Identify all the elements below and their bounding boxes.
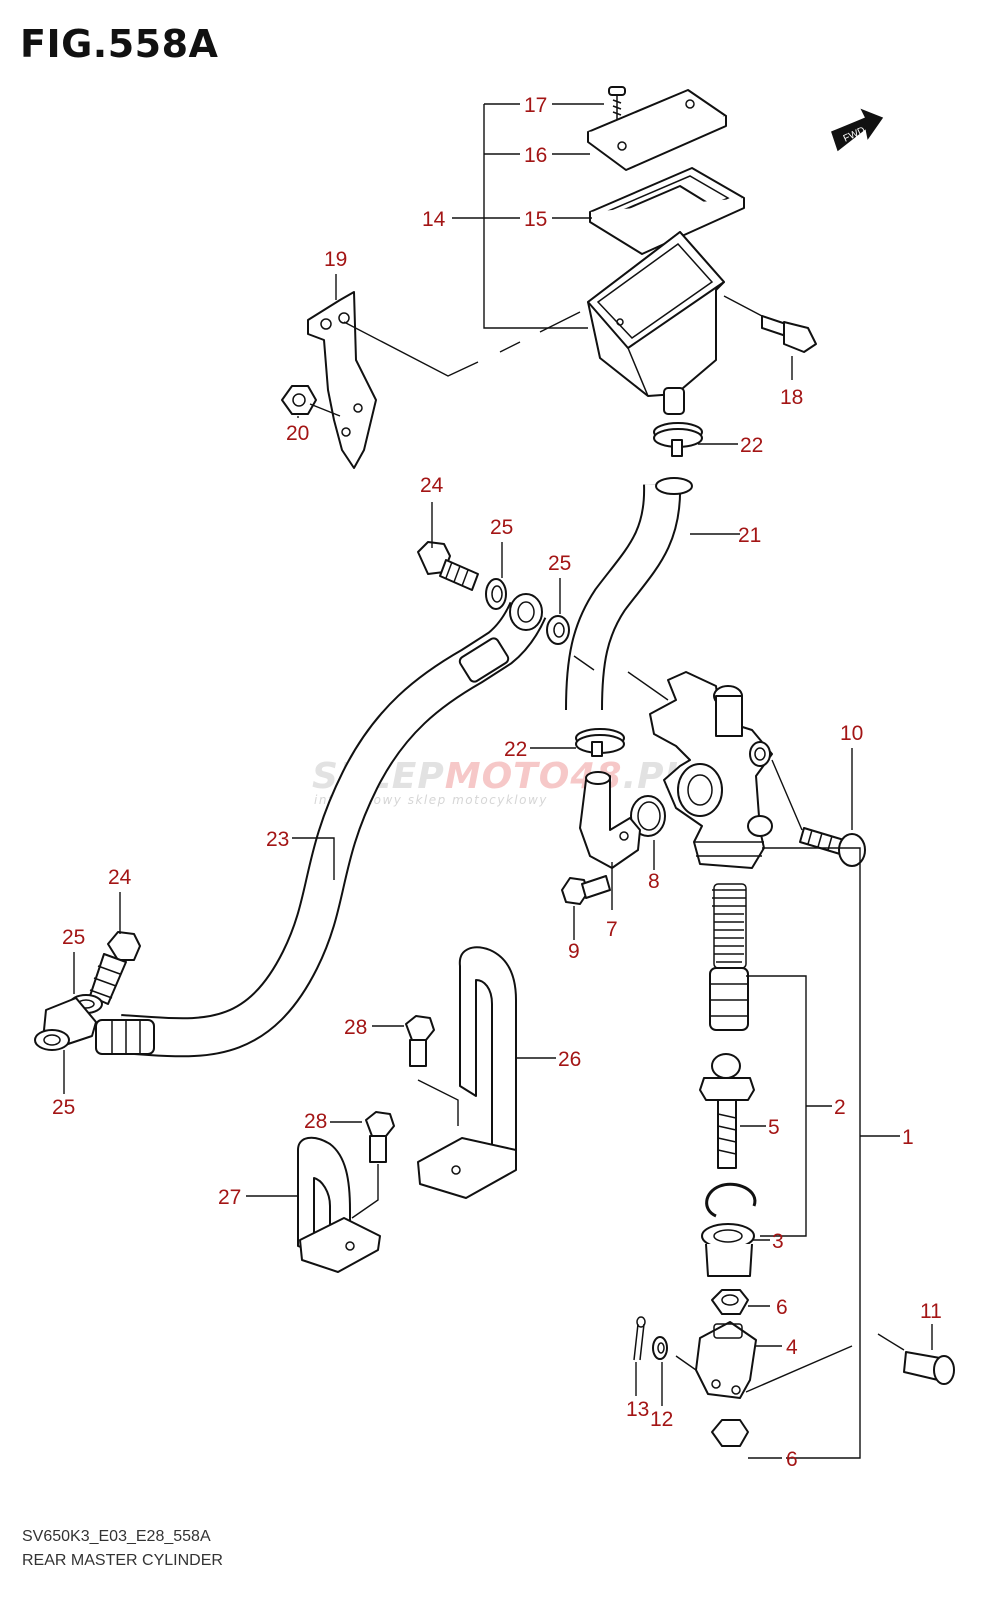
reservoir-plate xyxy=(589,167,745,255)
master-cylinder-bolt xyxy=(799,827,866,867)
callout-14: 14 xyxy=(422,208,446,231)
reservoir-body xyxy=(587,231,725,415)
callout-7: 7 xyxy=(606,918,618,941)
callout-25-top-a: 25 xyxy=(490,516,513,539)
sealing-washer-bottom-2 xyxy=(34,1029,70,1051)
figure-caption: REAR MASTER CYLINDER xyxy=(22,1552,223,1569)
boot xyxy=(701,1223,755,1277)
callout-1: 1 xyxy=(902,1126,914,1149)
callout-23: 23 xyxy=(266,828,289,851)
callout-8: 8 xyxy=(648,870,660,893)
bracket-nut xyxy=(281,385,317,415)
reservoir-cap-screw xyxy=(608,86,626,122)
clevis-pin xyxy=(903,1351,955,1385)
banjo-bolt-bottom xyxy=(89,931,141,1005)
reservoir-bolt xyxy=(761,315,817,353)
sealing-washer-top-1 xyxy=(485,578,507,610)
callout-24-top: 24 xyxy=(420,474,444,497)
fwd-arrow-icon: FWD xyxy=(831,108,884,152)
figure-code: SV650K3_E03_E28_558A xyxy=(22,1528,211,1545)
callout-26: 26 xyxy=(558,1048,581,1071)
lock-nut-bottom xyxy=(711,1419,749,1447)
callout-4: 4 xyxy=(786,1336,798,1359)
figure-title: FIG.558A xyxy=(20,22,219,66)
callout-17: 17 xyxy=(524,94,547,117)
guard-bolt-lower xyxy=(365,1111,395,1163)
clevis xyxy=(695,1321,757,1399)
callout-13: 13 xyxy=(626,1398,649,1421)
banjo-bolt-top xyxy=(417,541,479,591)
callout-28-lower: 28 xyxy=(304,1110,327,1133)
callout-20: 20 xyxy=(286,422,309,445)
callout-28-upper: 28 xyxy=(344,1016,367,1039)
callout-5: 5 xyxy=(768,1116,780,1139)
callout-11: 11 xyxy=(920,1300,942,1323)
callout-25-bottom-a: 25 xyxy=(62,926,85,949)
hose-clamp-bottom xyxy=(575,728,625,757)
callout-15: 15 xyxy=(524,208,547,231)
circlip xyxy=(705,1182,757,1218)
callout-2: 2 xyxy=(834,1096,846,1119)
callout-18: 18 xyxy=(780,386,803,409)
callout-21: 21 xyxy=(738,524,761,547)
reservoir-bracket xyxy=(307,291,377,469)
o-ring xyxy=(630,795,666,837)
return-spring xyxy=(712,883,747,969)
guard-upper xyxy=(417,946,517,1199)
washer-pin xyxy=(652,1336,668,1360)
callout-16: 16 xyxy=(524,144,547,167)
reservoir-hose xyxy=(565,477,693,711)
callout-3: 3 xyxy=(772,1230,784,1253)
callout-12: 12 xyxy=(650,1408,673,1431)
guard-bolt-upper xyxy=(405,1015,435,1067)
hose-clamp-top xyxy=(653,422,703,457)
push-rod xyxy=(699,1053,755,1169)
watermark-brand-b: MOTO xyxy=(444,756,571,797)
callout-24-bottom: 24 xyxy=(108,866,132,889)
callout-19: 19 xyxy=(324,248,347,271)
reservoir-cap xyxy=(587,89,727,171)
lock-nut-top xyxy=(711,1289,749,1315)
sealing-washer-top-2 xyxy=(546,615,570,645)
leader-lines xyxy=(63,103,933,1459)
callout-labels: 17 16 14 15 19 18 20 22 24 25 25 21 10 2… xyxy=(52,94,942,1471)
callout-25-bottom-b: 25 xyxy=(52,1096,75,1119)
hose-joint xyxy=(579,771,641,869)
joint-screw xyxy=(561,875,611,905)
piston-assembly xyxy=(709,967,749,1031)
callout-25-top-b: 25 xyxy=(548,552,571,575)
brake-hose xyxy=(95,593,547,1058)
callout-22-top: 22 xyxy=(740,434,763,457)
callout-6-top: 6 xyxy=(776,1296,788,1319)
callout-9: 9 xyxy=(568,940,580,963)
guard-lower xyxy=(297,1136,381,1273)
callout-22-bottom: 22 xyxy=(504,738,527,761)
callout-6-bottom: 6 xyxy=(786,1448,798,1471)
callout-10: 10 xyxy=(840,722,863,745)
callout-27: 27 xyxy=(218,1186,241,1209)
cotter-pin xyxy=(633,1316,646,1361)
master-cylinder-body xyxy=(649,671,773,869)
